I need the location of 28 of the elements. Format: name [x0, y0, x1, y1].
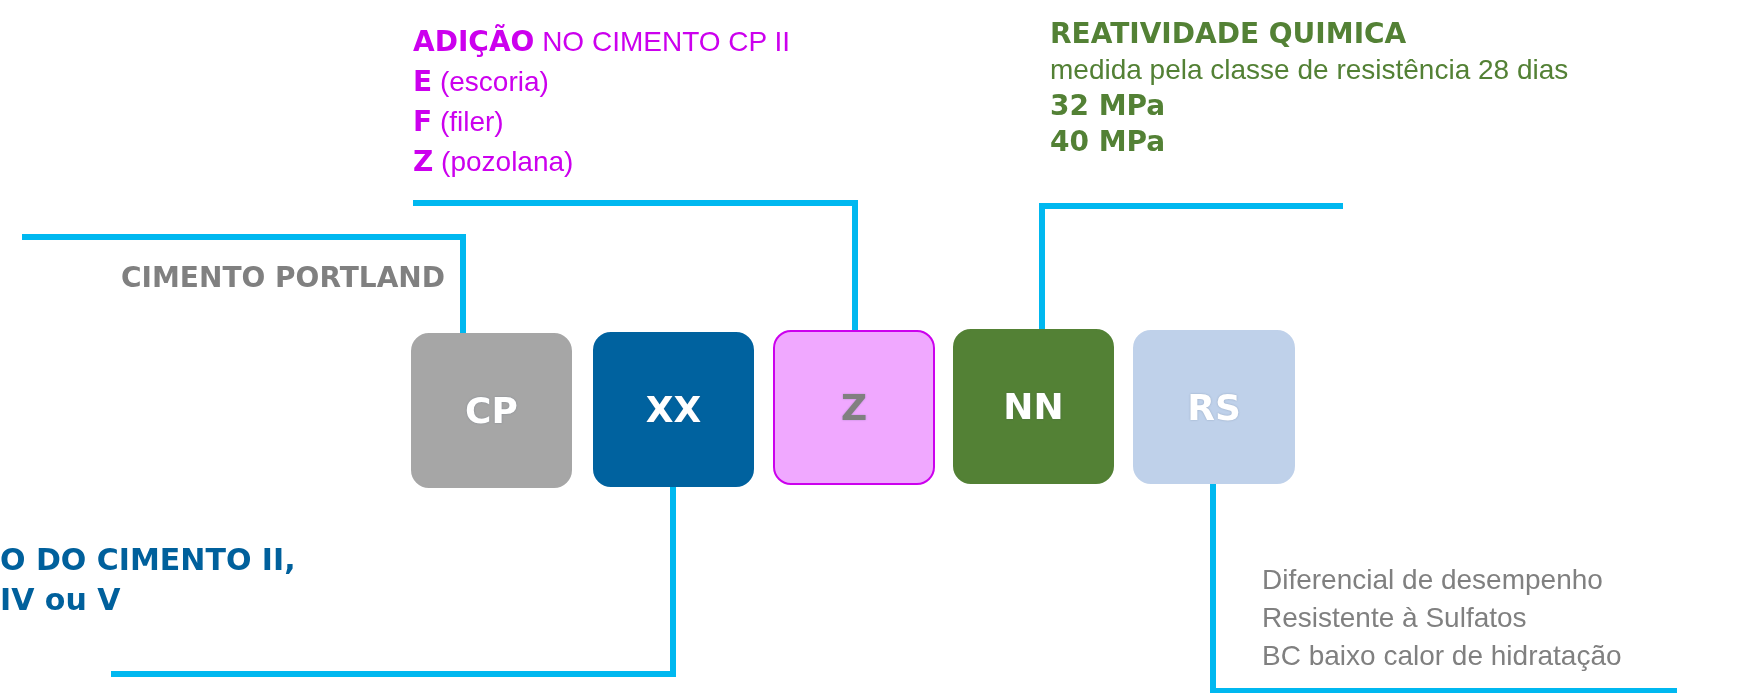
code-tile — [773, 330, 935, 485]
annotation-text: O DO CIMENTO II, IV ou V — [0, 541, 297, 619]
tile-label: CP — [465, 390, 518, 431]
tile-label: RS — [1187, 386, 1241, 428]
annotation-text: CIMENTO PORTLAND — [120, 260, 445, 295]
leader-line — [1210, 484, 1677, 693]
annotation-text: E (escoria) — [413, 64, 549, 100]
annotation-text: 32 MPa — [1050, 88, 1166, 124]
annotation-text: F (filer) — [413, 104, 504, 140]
tile-label: XX — [645, 389, 702, 430]
annotation-text: BC baixo calor de hidratação — [1262, 639, 1622, 673]
annotation-text: Z (pozolana) — [413, 144, 574, 180]
annotation-text: Resistente à Sulfatos — [1262, 601, 1527, 635]
code-tile — [411, 333, 572, 488]
annotation-text: medida pela classe de resistência 28 dias — [1050, 53, 1569, 87]
leader-line — [111, 487, 676, 677]
annotation-text: 40 MPa — [1050, 124, 1166, 160]
leader-line — [19, 234, 466, 333]
annotation-text: Diferencial de desempenho — [1262, 563, 1603, 597]
leader-line — [1039, 203, 1343, 329]
annotation-text: REATIVIDADE QUIMICA — [1050, 16, 1407, 52]
code-tile — [953, 329, 1114, 484]
code-tile — [593, 332, 754, 487]
code-tile — [1133, 330, 1295, 484]
leader-line — [413, 200, 858, 330]
tile-label: NN — [1003, 386, 1064, 427]
annotation-text: ADIÇÃO NO CIMENTO CP II — [413, 23, 791, 60]
tile-label: Z — [840, 387, 868, 428]
